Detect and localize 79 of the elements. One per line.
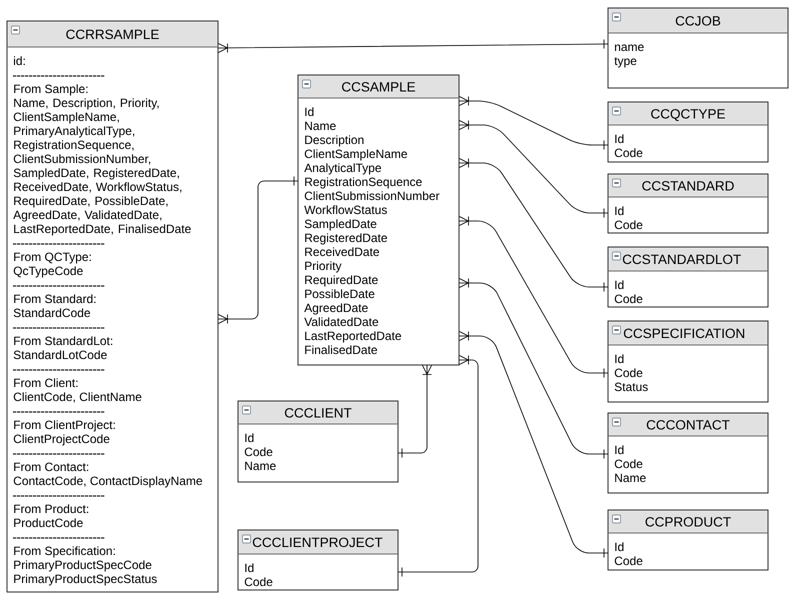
section-heading: From StandardLot:: [14, 336, 112, 346]
relationship-line: [458, 216, 608, 378]
relationship-line: [458, 158, 608, 292]
relationship-line: [458, 120, 608, 218]
attribute-name: Id: [615, 445, 624, 454]
attribute-name: Id: [615, 206, 624, 216]
table-header: CCCLIENTPROJECT: [238, 530, 398, 554]
attribute-list: ContactCode, ContactDisplayName: [14, 476, 202, 488]
attribute-name: AnalyticalType: [304, 163, 382, 174]
section-heading: From Product:: [14, 504, 88, 514]
attribute-name: type: [614, 57, 636, 68]
attribute-name: ClientSampleName: [304, 149, 408, 160]
relationship-line: [398, 355, 478, 577]
attribute-list: ProductCode: [14, 518, 83, 528]
section-heading: From Standard:: [14, 294, 96, 304]
table-header: CCPRODUCT: [608, 510, 768, 534]
attribute-name: LastReportedDate: [305, 331, 402, 342]
attribute-list: PrimaryProductSpecCode PrimaryProductSpecStatus: [14, 560, 157, 586]
table-header: CCCONTACT: [608, 414, 768, 436]
attribute-name: RegistrationSequence: [305, 177, 422, 188]
attribute-list: QcTypeCode: [14, 266, 83, 278]
relationship-line: [458, 96, 608, 150]
attribute-name: RequiredDate: [305, 275, 378, 286]
table-header: CCSTANDARDLOT: [608, 248, 768, 272]
section-heading: From Specification:: [14, 546, 115, 558]
section-heading: From ClientProject:: [14, 420, 115, 432]
attribute-name: FinalisedDate: [305, 345, 378, 354]
table-header: CCRRSAMPLE: [6, 22, 218, 48]
attribute-name: Id: [305, 107, 314, 116]
relationship-line: [218, 176, 298, 324]
attribute-name: ValidatedDate: [304, 317, 378, 326]
table-header: CCSPECIFICATION: [608, 322, 768, 346]
attribute-name: WorkflowStatus: [304, 205, 387, 214]
attribute-name: Id: [615, 354, 624, 364]
attribute-name: Code: [614, 220, 642, 230]
attribute-name: Code: [614, 294, 642, 304]
attribute-list: StandardCode: [14, 308, 90, 318]
attribute-name: Name: [615, 474, 646, 482]
attribute-name: Id: [615, 542, 624, 552]
attribute-name: Id: [615, 134, 624, 144]
section-heading: From QCType:: [14, 252, 91, 264]
relationship-line: [218, 39, 608, 53]
attribute-name: Description: [305, 135, 364, 146]
table-header: CCCLIENT: [238, 402, 398, 424]
table-header: CCSAMPLE: [298, 76, 460, 98]
attribute-name: Id: [615, 280, 624, 290]
relationship-line: [398, 364, 432, 458]
table-header: CCSTANDARD: [608, 174, 768, 198]
table-header: CCJOB: [608, 8, 788, 34]
attribute-name: ReceivedDate: [305, 247, 380, 256]
attribute-name: Status: [614, 382, 648, 392]
section-heading: From Contact:: [14, 462, 88, 472]
attribute-name: ClientSubmissionNumber: [304, 191, 440, 200]
attribute-name: Name: [245, 462, 276, 470]
attribute-name: AgreedDate: [304, 303, 368, 314]
attribute-name: Id: [245, 563, 254, 572]
attribute-name: SampledDate: [304, 219, 376, 230]
attribute-name: Code: [244, 577, 272, 586]
attribute-name: name: [615, 44, 644, 52]
attribute-name: Id: [245, 433, 254, 442]
attribute-name: Priority: [305, 261, 342, 272]
attribute-list: Name, Description, Priority, ClientSampleName, PrimaryAnalyticalType, RegistrationSequence, ClientSubmissionNumber, SampledDate, RegisteredDate, ReceivedDate, WorkflowStatus, RequiredDate, PossibleDate, AgreedDate, ValidatedDate, LastReportedDate, FinalisedDate: [13, 98, 191, 236]
attribute-list: StandardLotCode: [14, 350, 107, 360]
attribute-name: Code: [614, 556, 642, 566]
attribute-name: RegisteredDate: [305, 233, 388, 244]
section-heading: From Sample:: [14, 84, 88, 96]
attribute-name: Name: [305, 122, 336, 130]
attribute-name: id:: [14, 56, 25, 66]
relationship-line: [458, 278, 608, 459]
attribute-list: ClientProjectCode: [14, 434, 110, 446]
attribute-name: Code: [614, 368, 642, 378]
attribute-list: ClientCode, ClientName: [14, 392, 142, 403]
table-header: CCQCTYPE: [608, 102, 768, 126]
attribute-name: PossibleDate: [305, 289, 374, 298]
relationship-line: [458, 331, 608, 558]
attribute-name: Code: [244, 447, 272, 456]
section-heading: From Client:: [14, 378, 78, 388]
attribute-name: Code: [614, 148, 642, 158]
attribute-name: Code: [614, 459, 642, 468]
